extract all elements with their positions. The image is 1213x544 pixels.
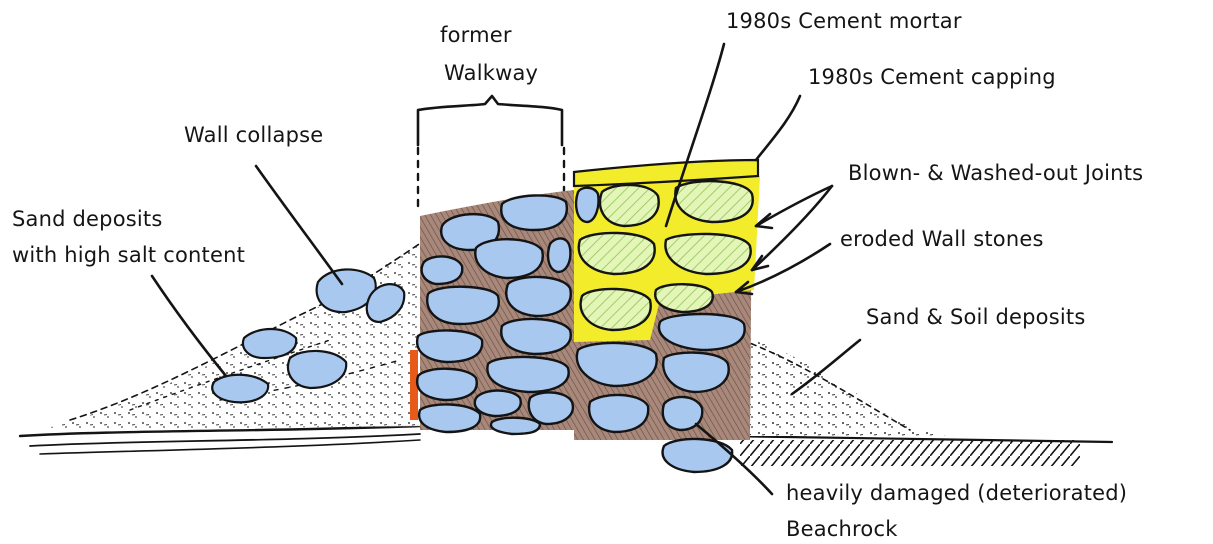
label-sand-salt-line2: with high salt content: [12, 243, 245, 267]
label-sand-salt-line1: Sand deposits: [12, 207, 163, 231]
label-former-walkway-line1: former: [440, 23, 512, 47]
label-cement-capping: 1980s Cement capping: [808, 65, 1056, 89]
label-sand-soil: Sand & Soil deposits: [866, 305, 1085, 329]
label-eroded-stones: eroded Wall stones: [840, 227, 1044, 251]
ground-surface: [20, 426, 1112, 466]
right-sand-deposit: [720, 336, 950, 436]
label-beachrock-line2: Beachrock: [786, 517, 898, 541]
label-cement-mortar: 1980s Cement mortar: [726, 9, 962, 33]
label-former-walkway-line2: Walkway: [444, 61, 538, 85]
label-wall-collapse: Wall collapse: [184, 123, 323, 147]
label-blown-joints: Blown- & Washed-out Joints: [848, 161, 1143, 185]
label-beachrock-line1: heavily damaged (deteriorated): [786, 481, 1127, 505]
